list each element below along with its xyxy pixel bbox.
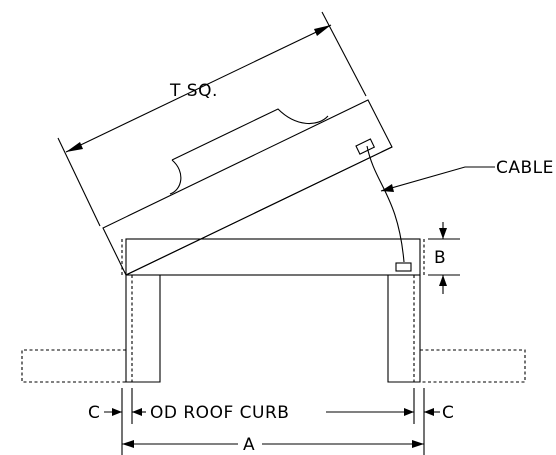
b-arrow-top [439, 228, 447, 239]
t-sq-ext-right [321, 11, 367, 97]
roof-deck-right [420, 349, 526, 383]
curb-junction-box [395, 262, 412, 272]
tilted-unit [102, 99, 393, 276]
curb-left-leg [125, 275, 161, 383]
c-left-label: C [88, 403, 100, 423]
t-sq-arrow-left [66, 142, 83, 152]
a-arrow-left [122, 440, 134, 448]
cable-leader-arrow [381, 184, 394, 192]
cable [366, 145, 405, 263]
cable-label: CABLE [496, 158, 554, 178]
c-right-label: C [442, 403, 454, 423]
tilted-unit-diagonal [125, 146, 393, 276]
b-label: B [434, 248, 446, 268]
cable-leader [380, 166, 495, 192]
b-arrow-bottom [439, 275, 447, 286]
curb-right-leg [387, 275, 421, 383]
t-sq-label: T SQ. [169, 81, 218, 101]
t-sq-ext-left [57, 137, 101, 227]
unit-break-line [169, 108, 329, 195]
t-sq-arrow-right [314, 25, 331, 36]
od-roof-curb-label: OD ROOF CURB [150, 403, 289, 423]
t-sq-dim-line [65, 24, 332, 153]
c-left-arrow [112, 408, 122, 416]
a-arrow-right [412, 440, 424, 448]
curb-top-plate [125, 238, 421, 276]
od-arrow-right [404, 408, 414, 416]
a-label: A [243, 435, 255, 455]
unit-junction-box [355, 138, 376, 155]
c-right-arrow [424, 408, 434, 416]
od-arrow-left [132, 408, 142, 416]
roof-deck-left [21, 349, 126, 383]
